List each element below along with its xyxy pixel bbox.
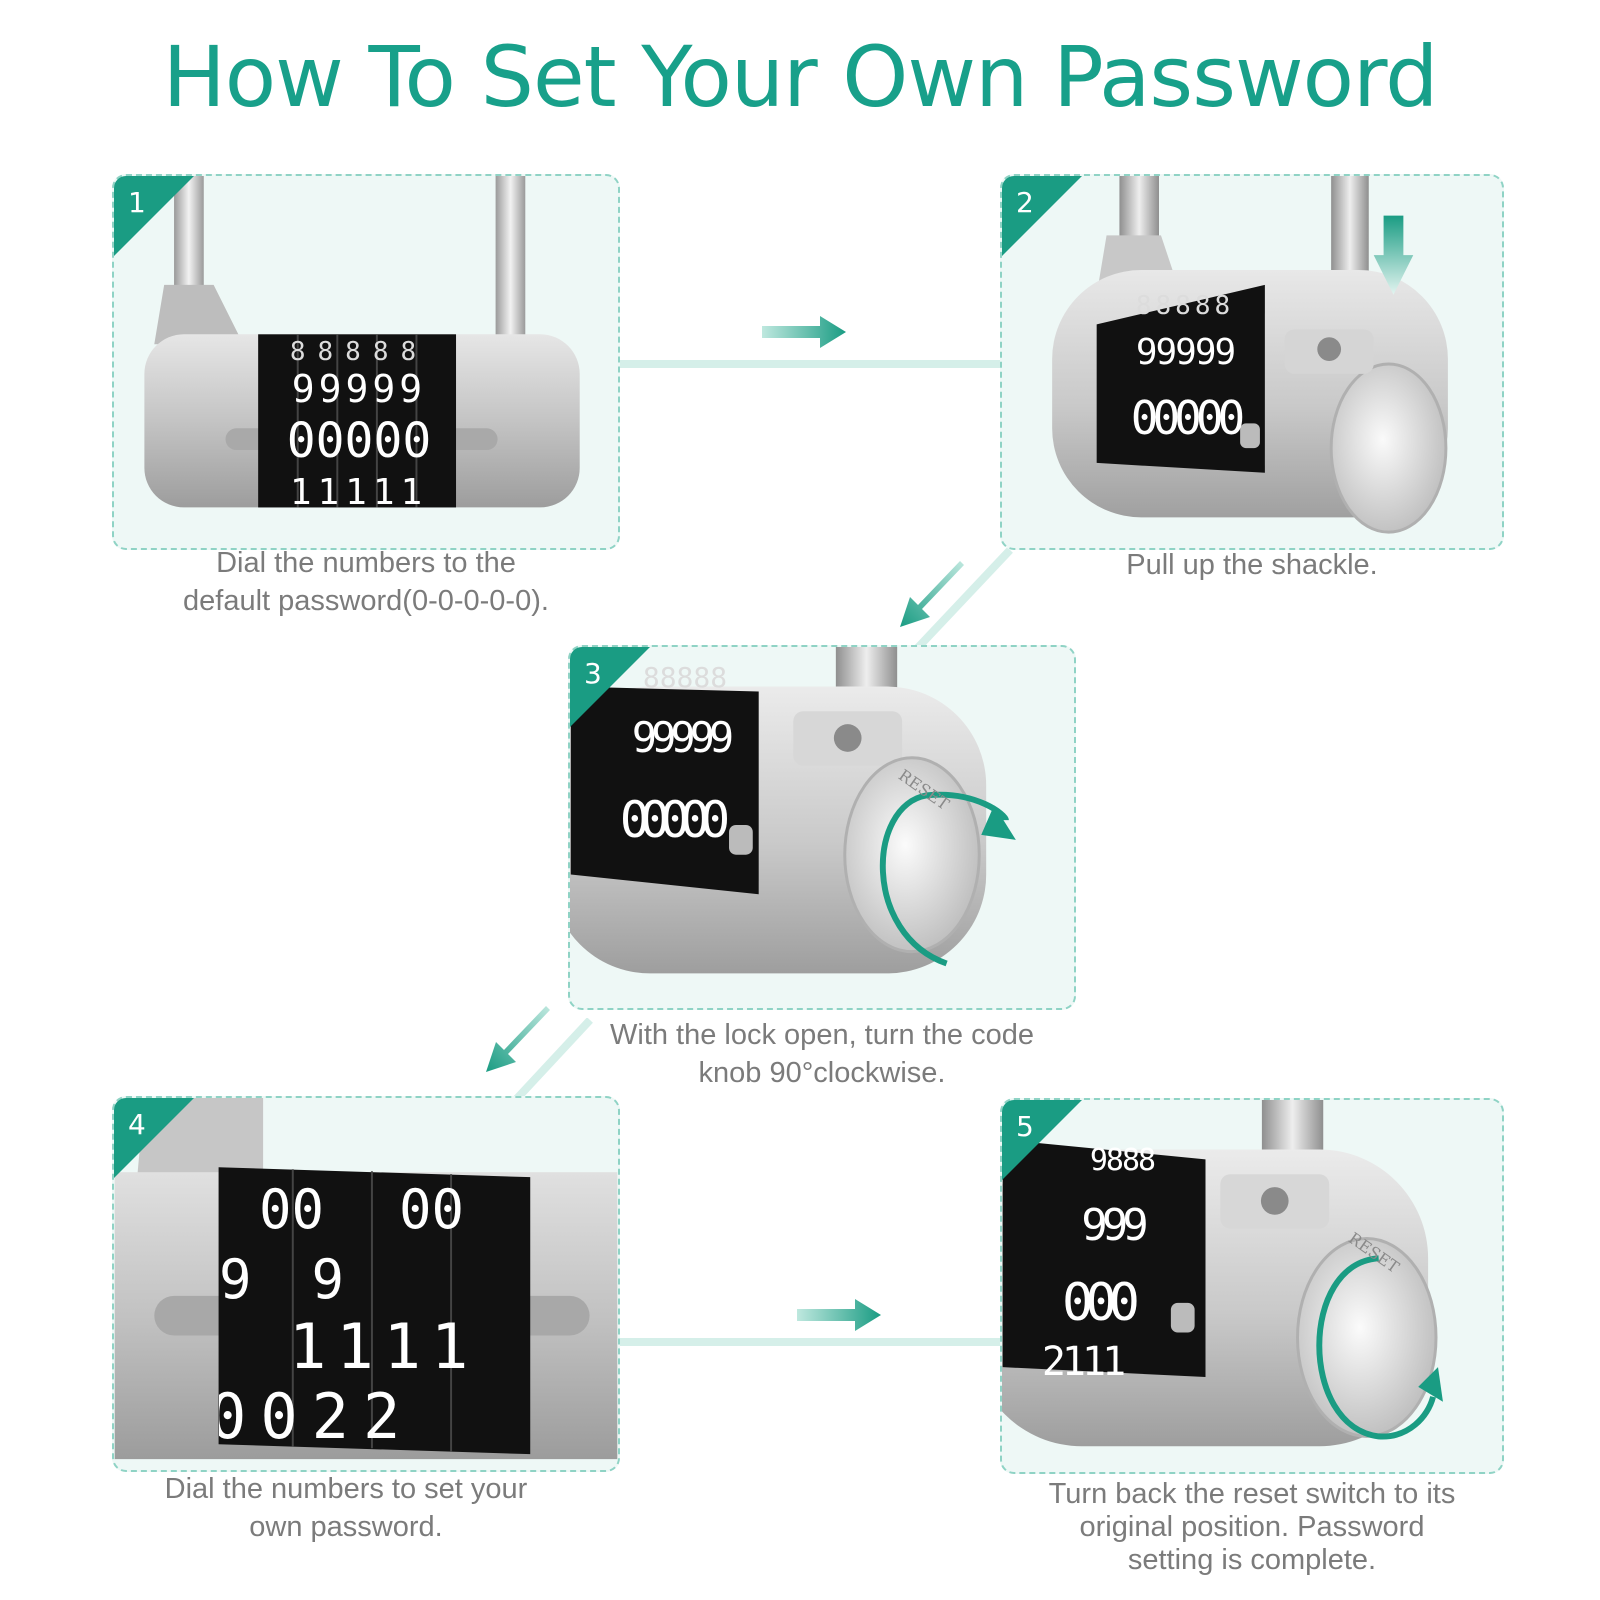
page-title: How To Set Your Own Password xyxy=(162,28,1439,126)
caption-line: Turn back the reset switch to its xyxy=(1048,1478,1456,1510)
dial-wheels: 88888 99999 00000 11111 xyxy=(287,337,432,511)
reset-label: RESET xyxy=(895,766,953,814)
svg-text:RESET: RESET xyxy=(895,766,953,814)
dial-row-text: 999 xyxy=(1081,1200,1146,1251)
padlock-open-image xyxy=(1052,176,1448,534)
right-arrow-icon xyxy=(762,316,846,348)
dial-row-text: 88888 xyxy=(290,337,428,367)
clockwise-arrow-icon xyxy=(879,791,1016,967)
step-5-panel: 9888 999 000 2111 RESET 5 xyxy=(1000,1098,1504,1474)
dial-row-text: 00000 xyxy=(620,791,727,849)
caption-line: original position. Password xyxy=(1079,1511,1425,1543)
caption-line: default password(0-0-0-0-0). xyxy=(183,585,549,617)
dial-row-text: 2111 xyxy=(1042,1339,1124,1385)
dial-row-text: 9888 xyxy=(1090,1143,1155,1178)
connector-1-2 xyxy=(620,360,1000,368)
step-1-panel: 88888 99999 00000 11111 1 xyxy=(112,174,620,550)
caption-line: Dial the numbers to set your xyxy=(164,1473,528,1505)
step-1-caption: Dial the numbers to the default password… xyxy=(112,544,620,620)
step-number: 5 xyxy=(1016,1110,1034,1143)
step-number: 3 xyxy=(584,657,602,690)
down-left-arrow-icon xyxy=(900,561,964,627)
step-2-panel: 88888 99999 00000 2 xyxy=(1000,174,1504,550)
dial-row-text: 0022 xyxy=(219,1380,414,1453)
caption-line: own password. xyxy=(249,1511,443,1543)
svg-text:RESET: RESET xyxy=(1345,1229,1403,1277)
step-3-panel: 88888 99999 00000 RESET 3 xyxy=(568,645,1076,1010)
dial-row-text: 00000 xyxy=(1131,391,1243,445)
step-number: 4 xyxy=(128,1108,146,1141)
caption-line: With the lock open, turn the code xyxy=(610,1019,1034,1051)
dial-wheels: 00 00 99 1111 0022 xyxy=(219,1178,478,1453)
dial-row-text: 99999 xyxy=(632,713,732,762)
diagonal-connector-3-4 xyxy=(507,1018,593,1108)
step-4-caption: Dial the numbers to set your own passwor… xyxy=(92,1470,600,1546)
dial-row-text: 00 xyxy=(259,1178,324,1241)
reset-label: RESET xyxy=(1345,1229,1403,1277)
padlock-knob-turn-image xyxy=(570,647,1016,974)
dial-wheels: 88888 99999 00000 xyxy=(620,661,738,849)
step-number: 2 xyxy=(1016,186,1034,219)
step-5-caption: Turn back the reset switch to its origin… xyxy=(990,1478,1514,1577)
dial-row-text: 99999 xyxy=(1136,332,1235,373)
padlock-reset-image xyxy=(1002,1100,1443,1447)
up-arrow-icon xyxy=(1373,215,1414,295)
step-number: 1 xyxy=(128,186,146,219)
dial-row-text: 88888 xyxy=(643,661,727,694)
dial-row-text: 99999 xyxy=(292,367,426,411)
connector-4-5 xyxy=(620,1338,1000,1346)
caption-line: knob 90°clockwise. xyxy=(698,1057,946,1089)
caption-line: Dial the numbers to the xyxy=(216,547,516,579)
diagonal-connector-2-3 xyxy=(907,548,1013,658)
dial-wheels: 88888 99999 00000 xyxy=(1131,291,1249,445)
right-arrow-icon xyxy=(797,1299,881,1331)
caption-line: setting is complete. xyxy=(1127,1544,1377,1576)
padlock-front-image xyxy=(144,176,580,508)
dial-row-text: 11111 xyxy=(290,472,428,511)
caption-line: Pull up the shackle. xyxy=(1126,549,1378,581)
step-2-caption: Pull up the shackle. xyxy=(1000,546,1504,584)
dial-wheels: 9888 999 000 2111 xyxy=(1042,1143,1157,1385)
dial-row-text: 1111 xyxy=(289,1310,478,1383)
dial-row-text: 000 xyxy=(1062,1273,1137,1333)
step-3-caption: With the lock open, turn the code knob 9… xyxy=(540,1016,1104,1092)
dial-row-text: 00 xyxy=(399,1178,464,1241)
counterclockwise-arrow-icon xyxy=(1316,1255,1443,1440)
dial-row-text: 99 xyxy=(219,1248,404,1311)
down-left-arrow-icon xyxy=(486,1006,550,1072)
dial-row-text: 88888 xyxy=(1136,291,1234,321)
dial-row-text: 00000 xyxy=(287,413,432,469)
padlock-dial-closeup-image xyxy=(114,1098,618,1460)
step-4-panel: 00 00 99 1111 0022 4 xyxy=(112,1096,620,1472)
